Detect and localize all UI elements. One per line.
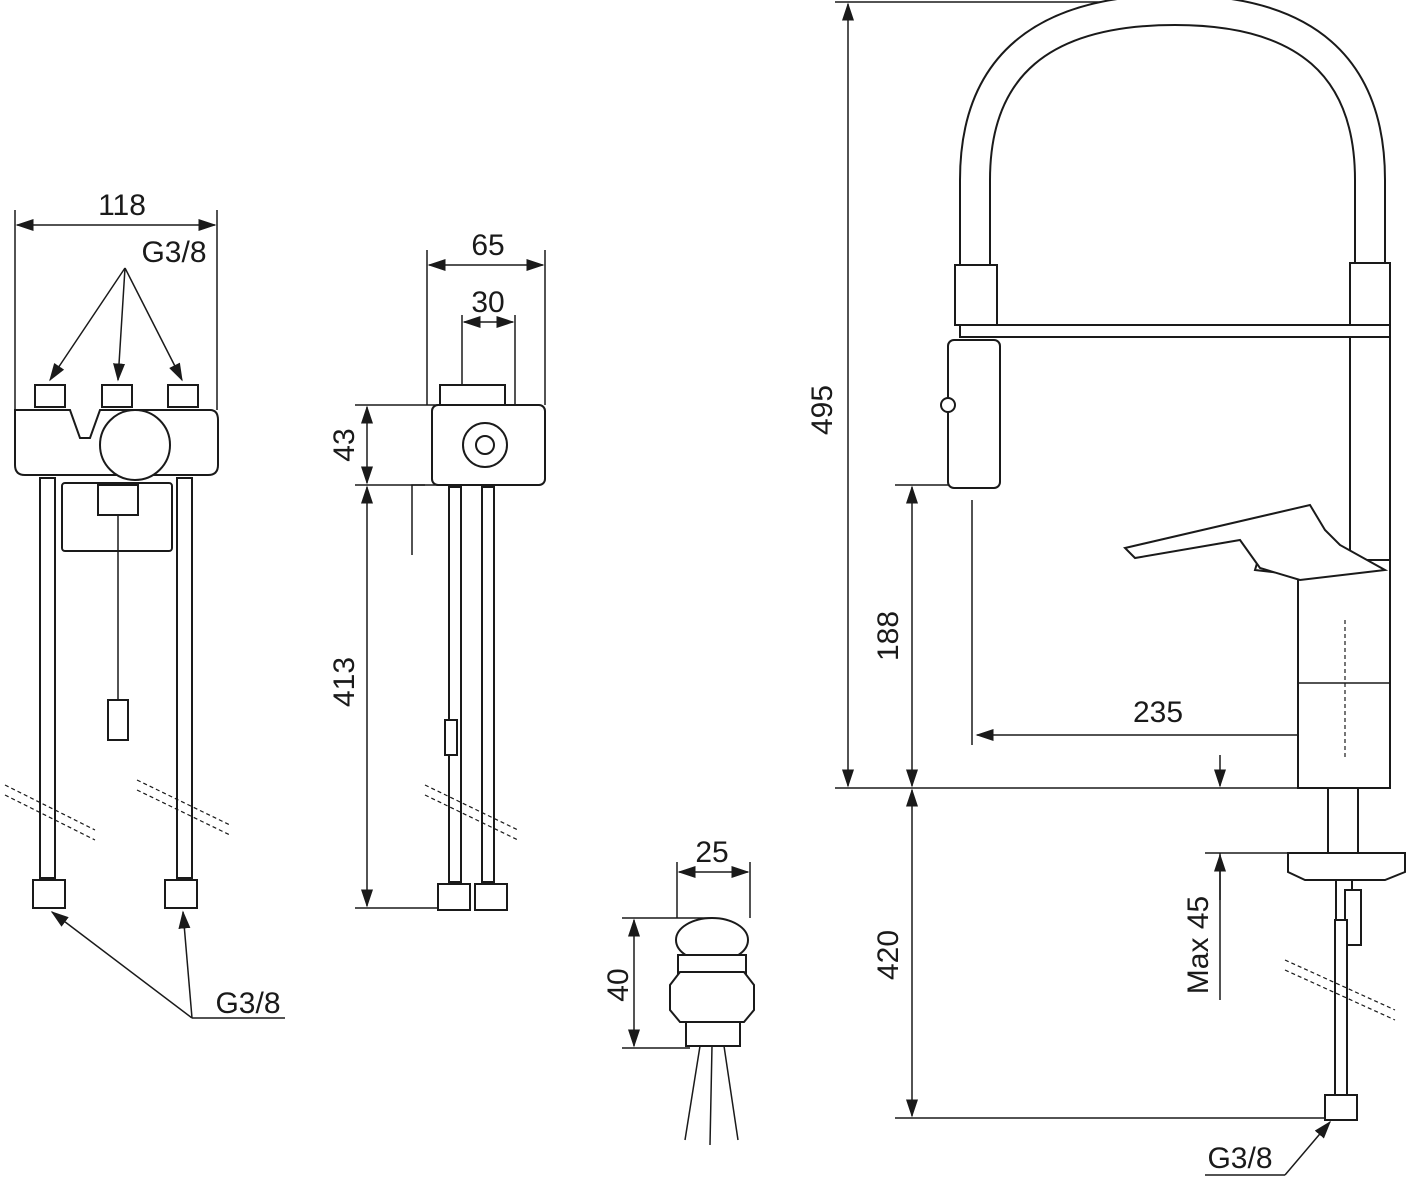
dimension-118: 118 — [98, 189, 146, 222]
thread-label-bottom: G3/8 — [215, 987, 280, 1020]
front-view: 118 G3/8 G3/8 — [4, 189, 285, 1020]
dimension-235: 235 — [1133, 696, 1183, 729]
dimension-188: 188 — [872, 611, 905, 661]
thread-label-top: G3/8 — [141, 236, 206, 269]
dimension-495: 495 — [806, 385, 839, 435]
dimension-420: 420 — [872, 930, 905, 980]
side-view: 65 30 43 413 — [328, 229, 546, 911]
faucet-view: 495 188 420 235 Max 45 G3/8 — [806, 0, 1406, 1176]
dimension-413: 413 — [328, 657, 361, 707]
dimension-30: 30 — [471, 286, 504, 319]
dimension-65: 65 — [471, 229, 504, 262]
dimension-43: 43 — [328, 428, 361, 461]
button-part: 25 40 — [602, 836, 755, 1146]
dimension-25: 25 — [695, 836, 728, 869]
dimension-max-45: Max 45 — [1182, 896, 1215, 994]
dimension-40: 40 — [602, 968, 635, 1001]
faucet-thread-label: G3/8 — [1207, 1142, 1272, 1175]
